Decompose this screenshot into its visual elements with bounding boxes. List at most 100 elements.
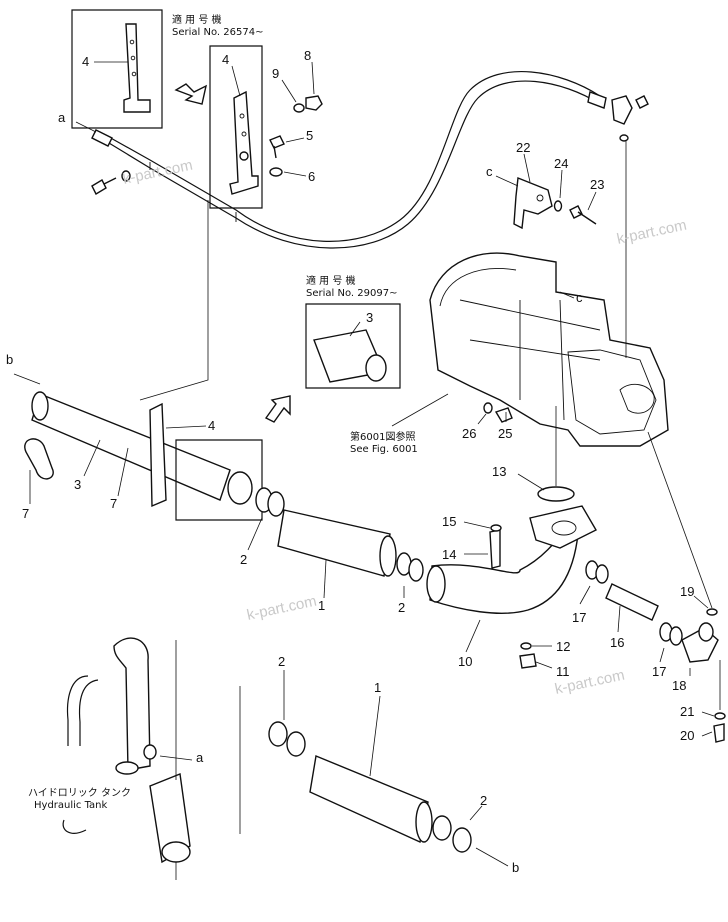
callout-21: 21 bbox=[680, 704, 694, 719]
inset-serial-29097 bbox=[305, 303, 401, 389]
washer-21 bbox=[714, 712, 726, 720]
fitting-cap bbox=[635, 95, 649, 109]
u-bolt-7 bbox=[24, 438, 54, 480]
washer-left bbox=[121, 170, 131, 182]
callout-4c: 4 bbox=[208, 418, 215, 433]
callout-2c: 2 bbox=[278, 654, 285, 669]
callout-9: 9 bbox=[272, 66, 279, 81]
callout-16: 16 bbox=[610, 635, 624, 650]
callout-18: 18 bbox=[672, 678, 686, 693]
hose-clamps-17-lower bbox=[659, 622, 683, 646]
washer-12 bbox=[520, 642, 532, 650]
hose-clamps-2-upper bbox=[255, 487, 285, 517]
hose-clamps-17-upper bbox=[585, 560, 609, 584]
watermark-1: k-part.com bbox=[121, 157, 194, 188]
washer-24 bbox=[553, 200, 563, 212]
hose-upper bbox=[91, 71, 649, 249]
serial-note-jp-2: 適 用 号 機 bbox=[306, 274, 356, 287]
callout-13: 13 bbox=[492, 464, 506, 479]
o-ring-13 bbox=[537, 486, 575, 502]
hydraulic-tank-pipes bbox=[62, 637, 191, 864]
serial-note-1: Serial No. 26574~ bbox=[172, 27, 263, 38]
callout-25: 25 bbox=[498, 426, 512, 441]
pipe-3 bbox=[31, 391, 253, 505]
watermark-3: k-part.com bbox=[245, 593, 318, 624]
callout-11: 11 bbox=[556, 664, 570, 679]
callout-10: 10 bbox=[458, 654, 472, 669]
bracket-22 bbox=[513, 177, 553, 230]
o-ring-top bbox=[619, 134, 629, 142]
callout-22: 22 bbox=[516, 140, 530, 155]
pipe-10-flange bbox=[529, 505, 597, 549]
direction-arrow-1 bbox=[174, 83, 208, 105]
hose-end-a bbox=[91, 129, 113, 147]
callout-7a: 7 bbox=[22, 506, 29, 521]
callout-1: 1 bbox=[318, 598, 325, 613]
nut-8 bbox=[305, 95, 323, 111]
inset-serial-26574 bbox=[71, 9, 163, 129]
callout-24: 24 bbox=[554, 156, 568, 171]
callout-23: 23 bbox=[590, 177, 604, 192]
bracket-4-pipe bbox=[149, 402, 167, 508]
callout-3a: 3 bbox=[74, 477, 81, 492]
callout-1b: 1 bbox=[374, 680, 381, 695]
callout-6: 6 bbox=[308, 169, 315, 184]
ref-b-lower: b bbox=[512, 860, 519, 875]
hose-clamps-2-mid bbox=[396, 552, 424, 582]
callout-5: 5 bbox=[306, 128, 313, 143]
hose-1-lower bbox=[309, 755, 429, 844]
fig-note-jp: 第6001図参照 bbox=[350, 430, 415, 443]
callout-26: 26 bbox=[462, 426, 476, 441]
callout-12: 12 bbox=[556, 639, 570, 654]
bolt-left bbox=[91, 177, 117, 195]
transmission-housing bbox=[429, 252, 669, 447]
tank-label: Hydraulic Tank bbox=[34, 800, 108, 811]
hose-clamps-2-lower-left bbox=[268, 721, 306, 757]
washer-26 bbox=[483, 402, 493, 414]
bolt-14 bbox=[489, 529, 501, 569]
hose-16 bbox=[605, 583, 659, 621]
serial-note-jp-1: 適 用 号 機 bbox=[172, 13, 222, 26]
bracket-4-assembly bbox=[209, 45, 263, 209]
fitting-a-lower bbox=[143, 744, 157, 760]
callout-14: 14 bbox=[442, 547, 456, 562]
elbow-fitting bbox=[611, 95, 633, 125]
bolt-23 bbox=[569, 205, 597, 225]
callout-4a: 4 bbox=[82, 54, 89, 69]
callout-2a: 2 bbox=[240, 552, 247, 567]
bolt-25 bbox=[494, 407, 513, 423]
serial-note-2: Serial No. 29097~ bbox=[306, 288, 397, 299]
leader-4b bbox=[231, 65, 241, 97]
callout-4b: 4 bbox=[222, 52, 229, 67]
callout-3b: 3 bbox=[366, 310, 373, 325]
washer-15 bbox=[490, 524, 502, 532]
washer-9 bbox=[293, 103, 305, 113]
hose-end-right bbox=[587, 91, 607, 109]
callout-17a: 17 bbox=[572, 610, 586, 625]
callout-20: 20 bbox=[680, 728, 694, 743]
callout-19: 19 bbox=[680, 584, 694, 599]
ref-a-top: a bbox=[58, 110, 66, 125]
nut-11 bbox=[519, 653, 537, 669]
callout-15: 15 bbox=[442, 514, 456, 529]
ref-b-left: b bbox=[6, 352, 13, 367]
callout-7b: 7 bbox=[110, 496, 117, 511]
callout-8: 8 bbox=[304, 48, 311, 63]
bolt-20 bbox=[713, 723, 725, 743]
callout-2d: 2 bbox=[480, 793, 487, 808]
ref-c-housing: c bbox=[576, 290, 583, 305]
ref-c-top: c bbox=[486, 164, 493, 179]
pipe-inset-frame bbox=[175, 439, 263, 521]
washer-6 bbox=[269, 167, 283, 177]
tank-label-jp: ハイドロリック タンク bbox=[28, 787, 131, 799]
ref-a-lower: a bbox=[196, 750, 204, 765]
fig-note: See Fig. 6001 bbox=[350, 444, 418, 455]
callout-2b: 2 bbox=[398, 600, 405, 615]
callout-17b: 17 bbox=[652, 664, 666, 679]
hose-clamps-2-lower-right bbox=[432, 815, 472, 853]
bolt-5 bbox=[269, 135, 285, 159]
hose-1 bbox=[277, 509, 391, 577]
o-ring-19 bbox=[706, 608, 718, 616]
direction-arrow-2 bbox=[264, 395, 291, 423]
